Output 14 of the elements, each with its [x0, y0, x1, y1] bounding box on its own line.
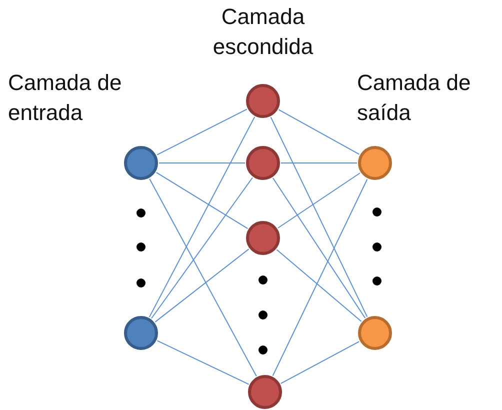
connection-line	[158, 162, 246, 164]
connection-line	[272, 178, 368, 376]
connection-line	[272, 178, 366, 318]
connection-line	[149, 178, 257, 377]
layer-label: Camada de entrada	[8, 69, 123, 127]
layer-label: Camada escondida	[212, 3, 314, 61]
connection-line	[156, 340, 250, 385]
connection-line	[280, 341, 360, 384]
layer-label: Camada de saída	[357, 69, 472, 127]
connection-line	[278, 109, 360, 155]
connection-line	[156, 108, 248, 156]
connection-line	[270, 116, 368, 318]
connection-line	[148, 116, 256, 318]
connection-line	[280, 162, 358, 164]
